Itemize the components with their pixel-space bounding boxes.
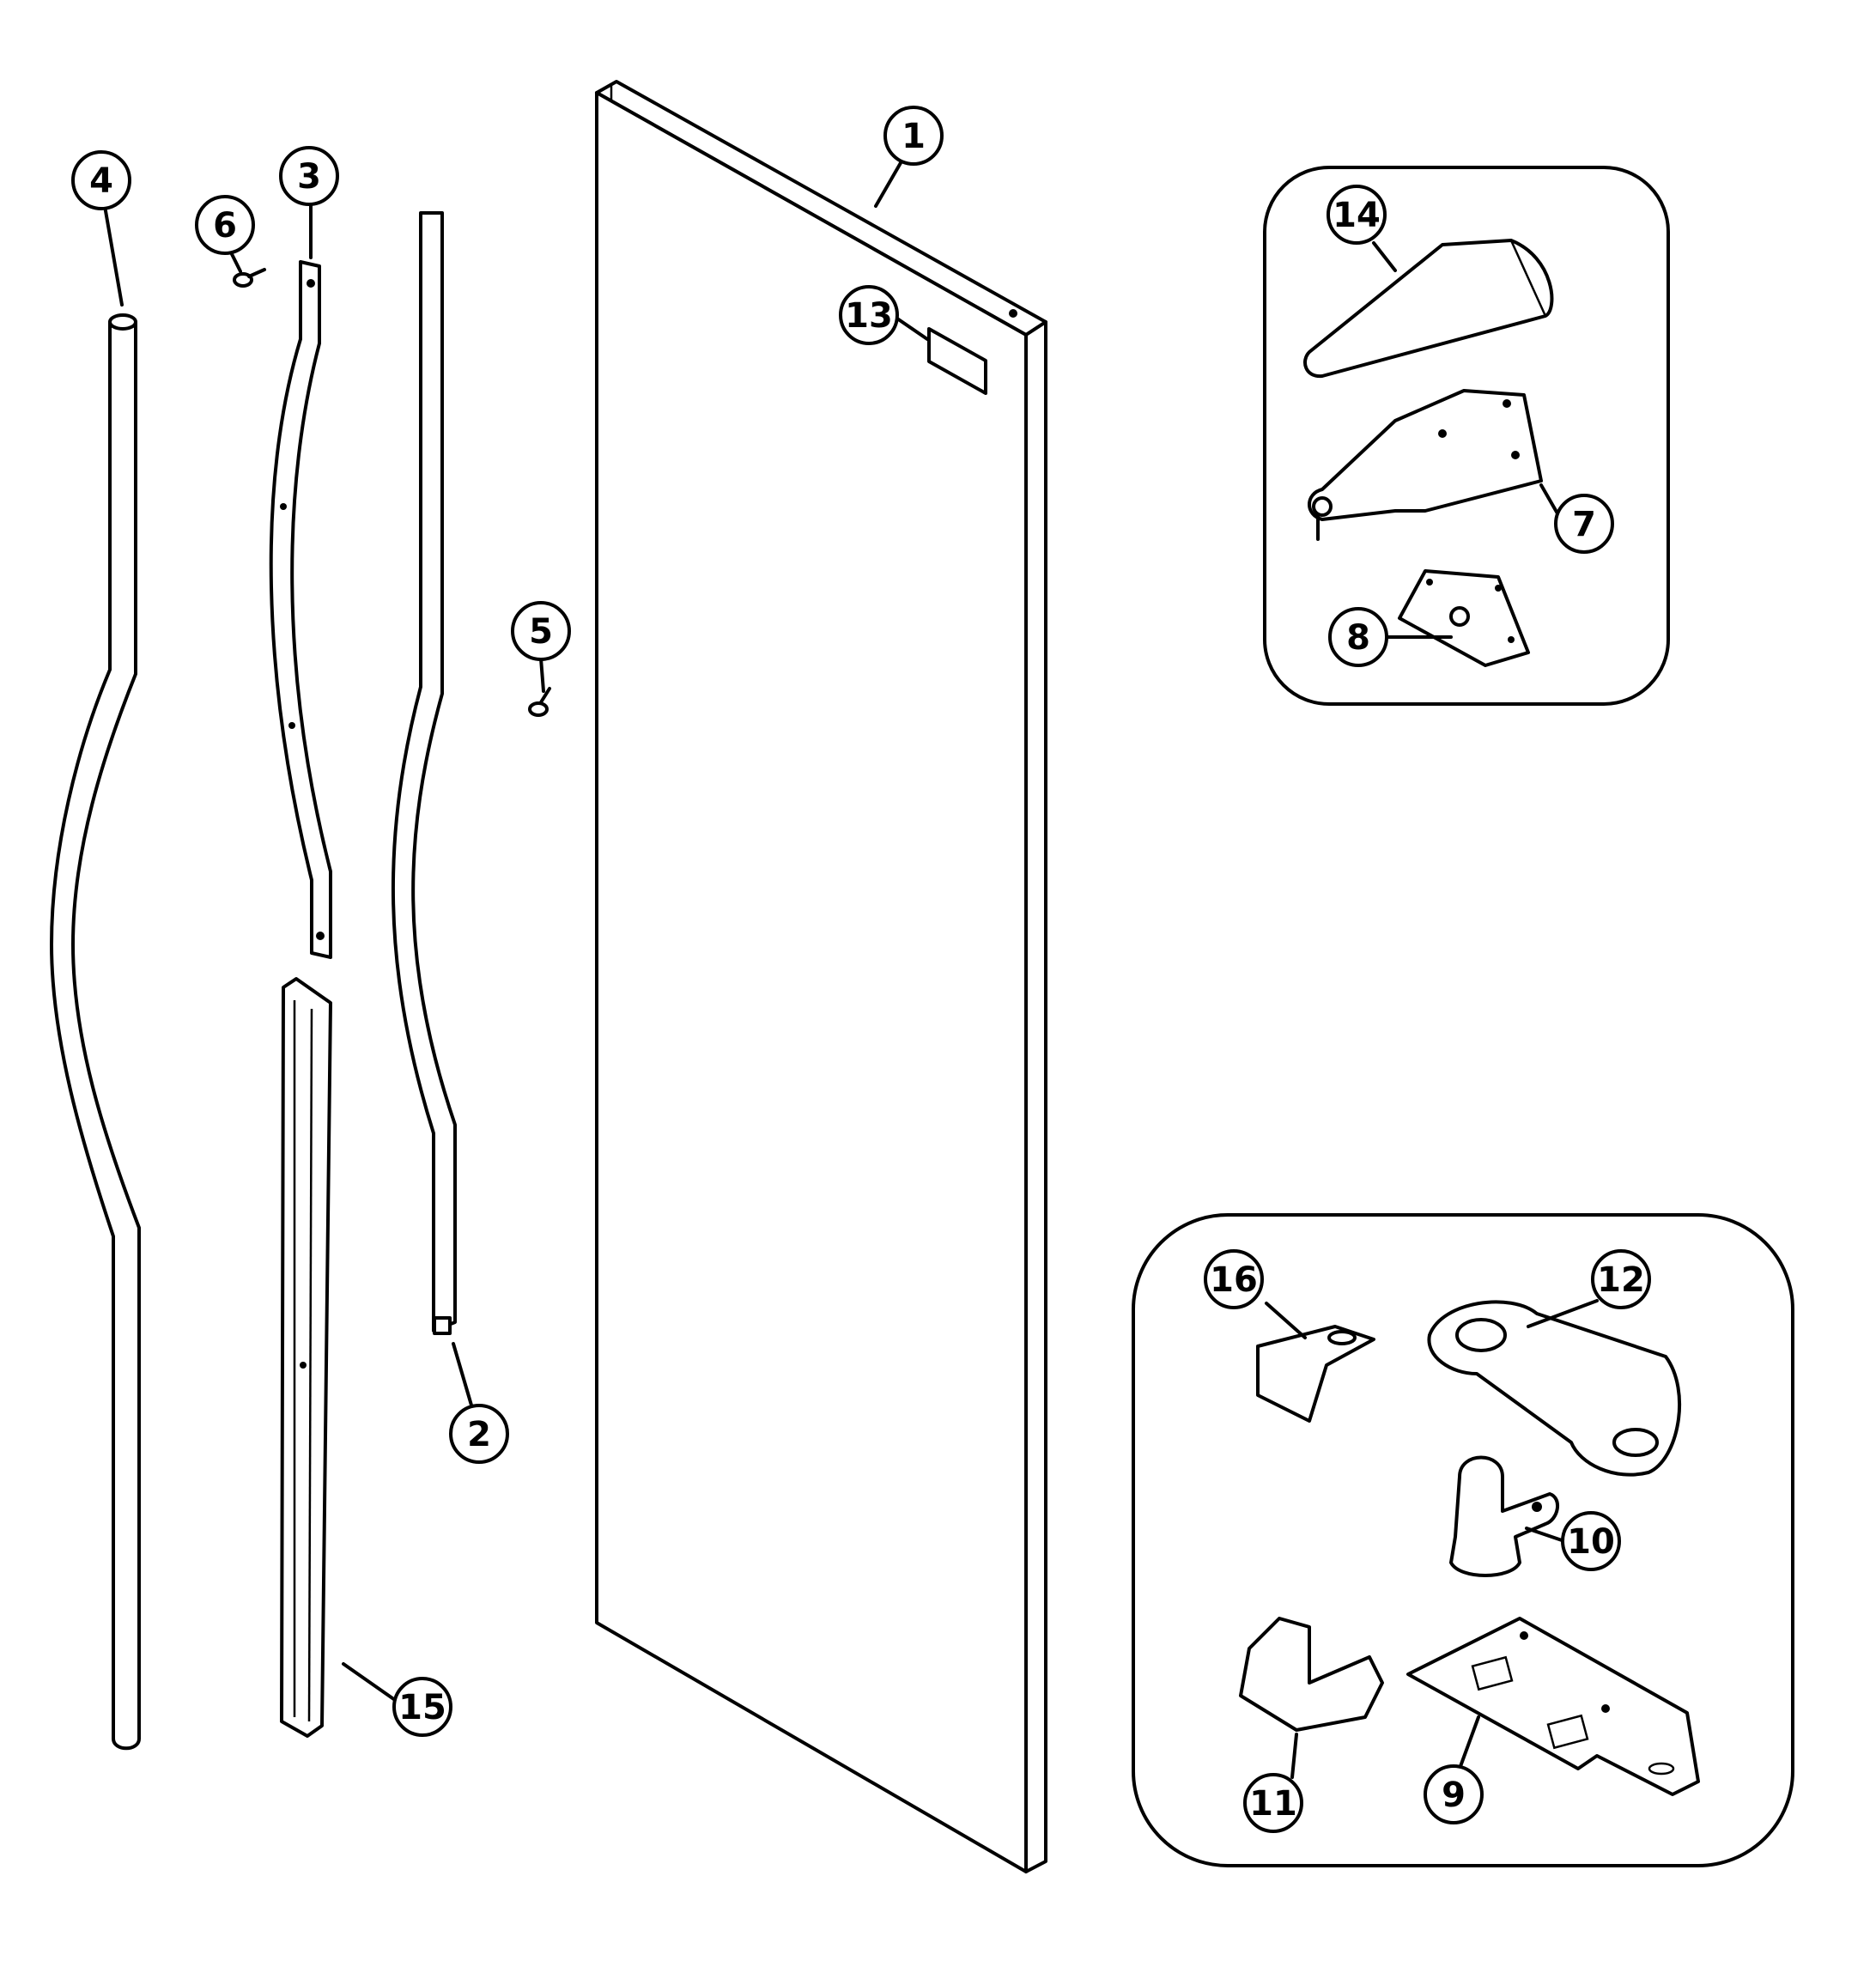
callout-label: 11 bbox=[1249, 1784, 1297, 1824]
callout-label: 16 bbox=[1210, 1260, 1258, 1300]
callout-10: 10 bbox=[1561, 1511, 1621, 1571]
callout-6: 6 bbox=[195, 195, 255, 255]
leader-4 bbox=[103, 204, 124, 307]
leader-10 bbox=[1525, 1527, 1566, 1543]
callout-label: 15 bbox=[398, 1688, 446, 1727]
leader-9 bbox=[1458, 1715, 1480, 1770]
callout-label: 12 bbox=[1597, 1260, 1645, 1300]
callout-5: 5 bbox=[511, 601, 571, 661]
callout-label: 10 bbox=[1567, 1522, 1615, 1562]
callout-4: 4 bbox=[71, 150, 131, 210]
leader-2 bbox=[452, 1342, 474, 1410]
label-plate bbox=[927, 327, 987, 395]
callout-8: 8 bbox=[1328, 607, 1388, 667]
leader-lines bbox=[103, 160, 1599, 1779]
callout-15: 15 bbox=[392, 1677, 452, 1737]
callout-circle bbox=[195, 195, 255, 255]
callout-label: 3 bbox=[297, 157, 321, 197]
leader-13 bbox=[896, 317, 929, 341]
callout-9: 9 bbox=[1424, 1764, 1484, 1824]
callout-14: 14 bbox=[1327, 185, 1387, 245]
callout-label: 1 bbox=[902, 117, 926, 156]
callout-13: 13 bbox=[839, 285, 899, 345]
callout-circle bbox=[1561, 1511, 1621, 1571]
callout-circle bbox=[1327, 185, 1387, 245]
leader-12 bbox=[1527, 1299, 1599, 1328]
callout-label: 2 bbox=[467, 1415, 491, 1454]
door-panel bbox=[595, 80, 1047, 1873]
callout-circle bbox=[1424, 1764, 1484, 1824]
leader-5 bbox=[539, 657, 545, 693]
screw-5 bbox=[528, 687, 551, 717]
leader-15 bbox=[342, 1662, 397, 1702]
callout-label: 7 bbox=[1572, 505, 1596, 544]
callout-label: 13 bbox=[845, 296, 893, 336]
callout-circle bbox=[1554, 494, 1614, 554]
callout-1: 1 bbox=[883, 106, 944, 166]
callout-circle bbox=[1204, 1249, 1264, 1309]
callout-circle bbox=[71, 150, 131, 210]
callout-label: 14 bbox=[1333, 196, 1381, 235]
callout-3: 3 bbox=[279, 146, 339, 206]
callout-circle bbox=[839, 285, 899, 345]
trim-strip bbox=[280, 977, 332, 1738]
leader-1 bbox=[874, 160, 903, 208]
callout-label: 9 bbox=[1442, 1776, 1466, 1815]
screw-6 bbox=[233, 268, 266, 288]
callout-11: 11 bbox=[1243, 1773, 1303, 1833]
callout-12: 12 bbox=[1591, 1249, 1651, 1309]
callout-circle bbox=[449, 1404, 509, 1464]
leader-14 bbox=[1372, 241, 1397, 272]
callout-circle bbox=[883, 106, 944, 166]
callout-label: 4 bbox=[89, 161, 113, 201]
callout-label: 8 bbox=[1346, 618, 1370, 658]
callout-label: 5 bbox=[529, 612, 553, 652]
hinge-group-upper bbox=[1263, 166, 1670, 706]
callout-circle bbox=[279, 146, 339, 206]
callout-circle bbox=[392, 1677, 452, 1737]
handle-tube bbox=[50, 313, 141, 1751]
callout-2: 2 bbox=[449, 1404, 509, 1464]
hinge-group-lower bbox=[1132, 1213, 1794, 1867]
handle-trim bbox=[269, 260, 332, 959]
callout-circle bbox=[511, 601, 571, 661]
leader-16 bbox=[1265, 1302, 1307, 1339]
callout-circle bbox=[1243, 1773, 1303, 1833]
callout-16: 16 bbox=[1204, 1249, 1264, 1309]
leader-11 bbox=[1290, 1733, 1298, 1779]
handle-end-bracket bbox=[391, 211, 457, 1335]
callout-7: 7 bbox=[1554, 494, 1614, 554]
callout-circle bbox=[1591, 1249, 1651, 1309]
callout-circle bbox=[1328, 607, 1388, 667]
callout-label: 6 bbox=[213, 206, 237, 246]
